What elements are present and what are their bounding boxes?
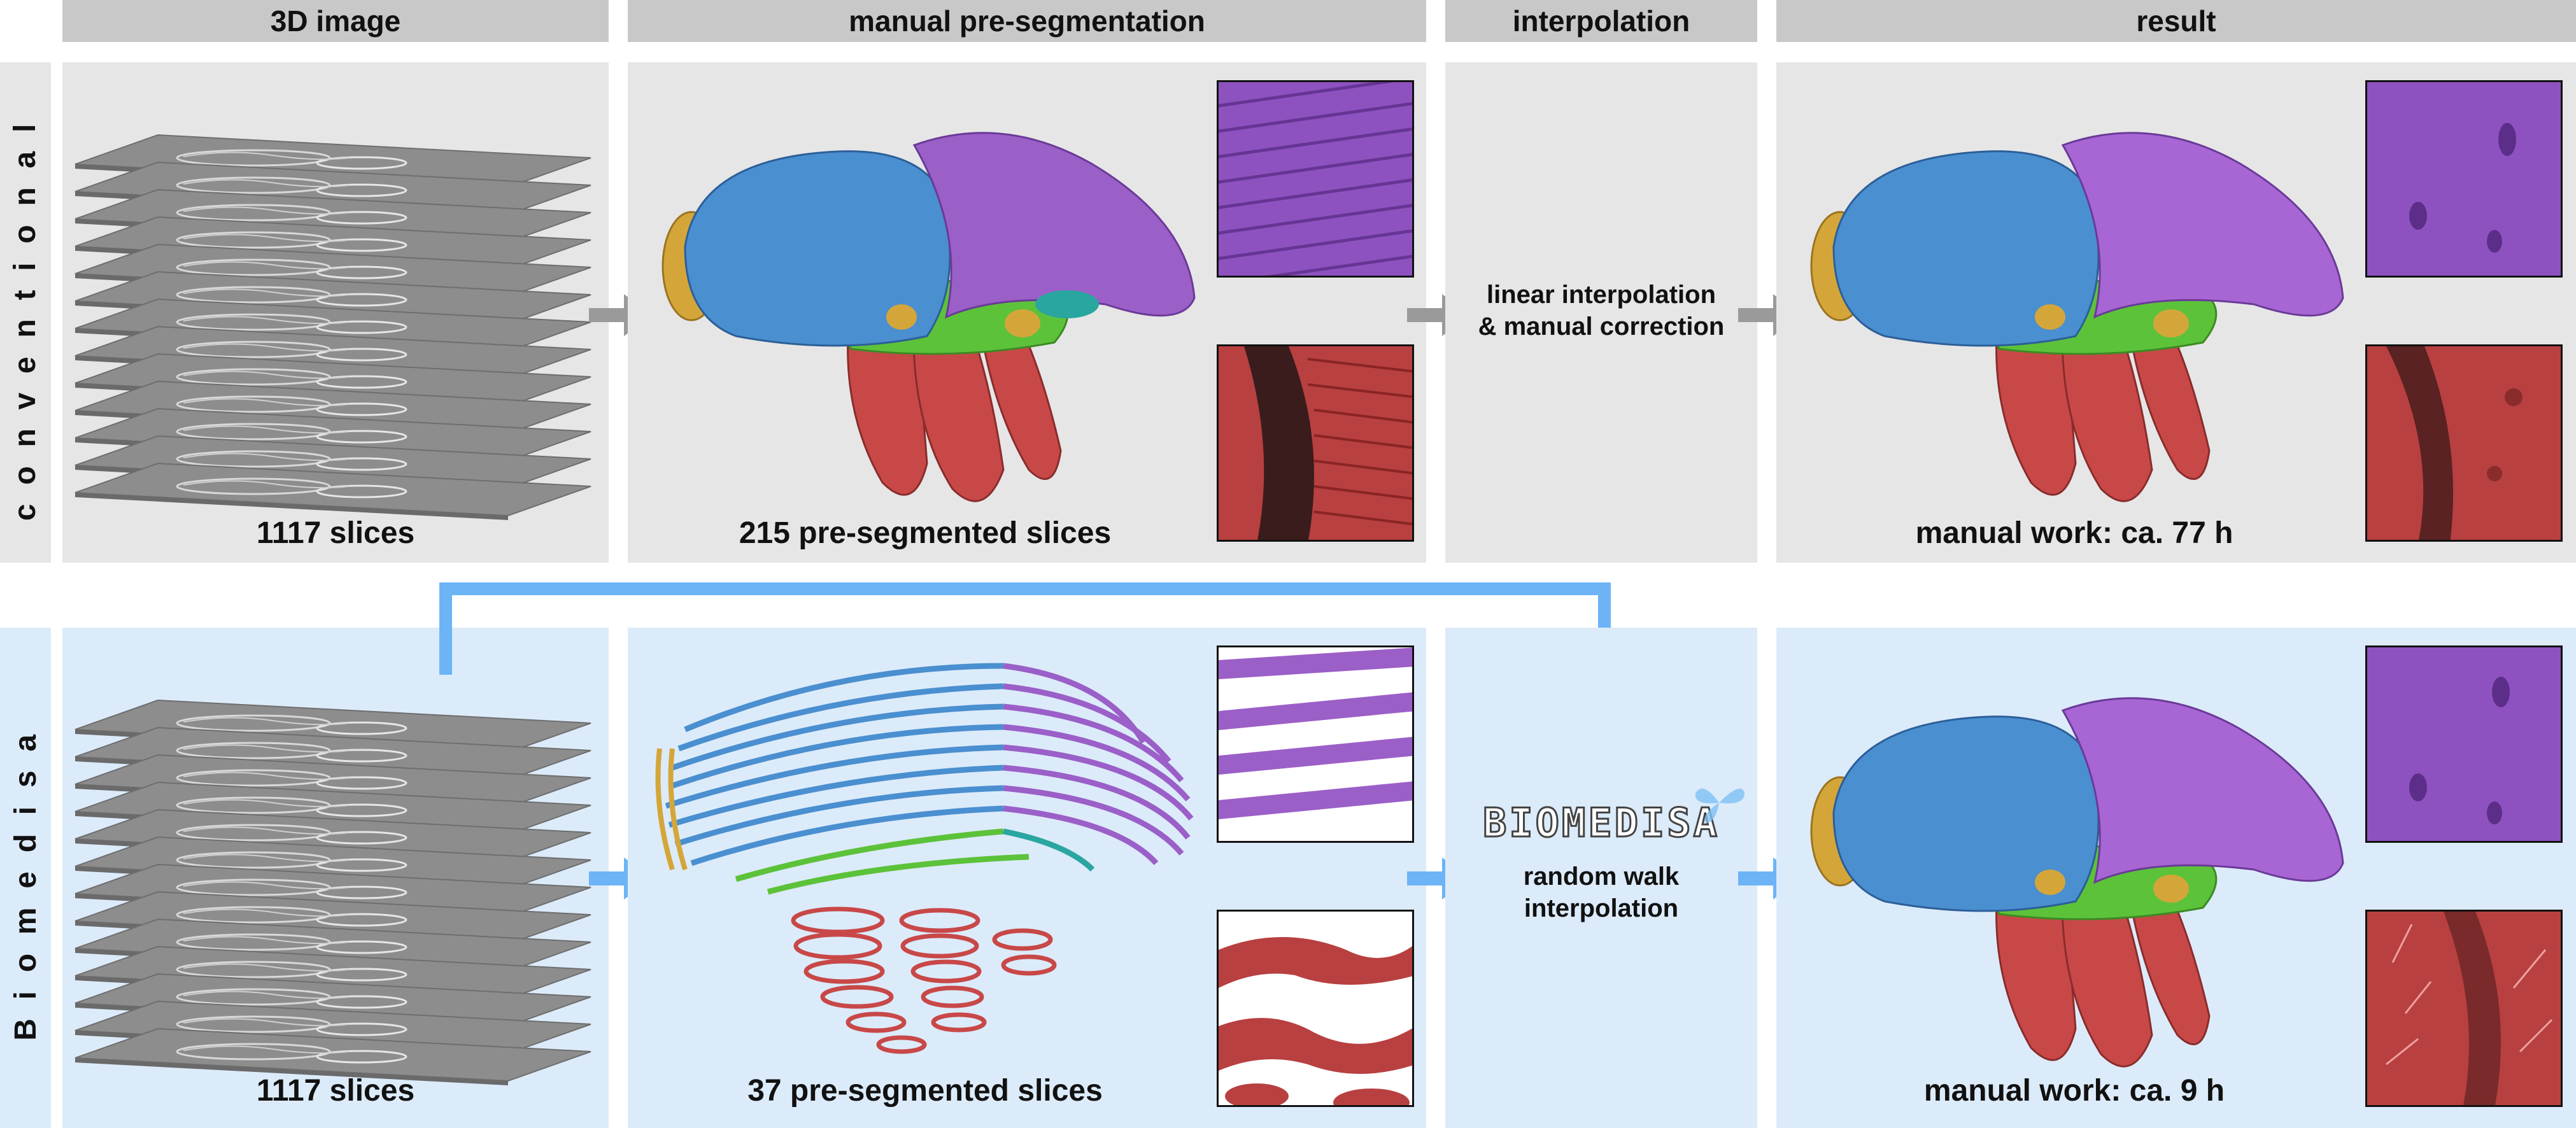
inset-conventional-preseg-red xyxy=(1217,344,1414,542)
caption-conventional-slices: 1117 slices xyxy=(256,516,415,550)
panel-biomedisa-result: manual work: ca. 9 h xyxy=(1776,628,2576,1128)
caption-conventional-preseg: 215 pre-segmented slices xyxy=(739,516,1112,550)
row-label-biomedisa-text: Biomedisa xyxy=(8,715,43,1041)
panel-conventional-3d-image: 1117 slices xyxy=(62,62,609,563)
row-label-conventional: conventional xyxy=(0,62,51,563)
panel-conventional-result: manual work: ca. 77 h xyxy=(1776,62,2576,563)
caption-biomedisa-result: manual work: ca. 9 h xyxy=(1923,1074,2225,1108)
panel-biomedisa-interpolation: BIOMEDISA random walk interpolation xyxy=(1445,628,1757,1128)
row-label-conventional-text: conventional xyxy=(8,104,43,521)
text-manual-correction: & manual correction xyxy=(1478,313,1725,341)
beetle-head-rendering xyxy=(662,132,1196,502)
panel-biomedisa-presegmentation: 37 pre-segmented slices xyxy=(628,628,1426,1128)
biomedisa-logo: BIOMEDISA xyxy=(1482,799,1720,847)
caption-biomedisa-preseg: 37 pre-segmented slices xyxy=(747,1074,1103,1108)
beetle-head-result xyxy=(1810,132,2344,502)
panel-conventional-presegmentation: 215 pre-segmented slices xyxy=(628,62,1426,563)
inset-biomedisa-result-red xyxy=(2365,910,2563,1107)
caption-biomedisa-slices: 1117 slices xyxy=(256,1074,415,1108)
text-linear-interpolation: linear interpolation xyxy=(1486,281,1716,309)
sparse-slices-rendering xyxy=(655,663,1194,1054)
butterfly-icon xyxy=(1695,788,1744,823)
caption-conventional-result: manual work: ca. 77 h xyxy=(1915,516,2233,550)
panel-conventional-interpolation: linear interpolation & manual correction xyxy=(1445,62,1757,563)
slice-stack-conventional xyxy=(74,134,592,521)
inset-biomedisa-preseg-red xyxy=(1217,910,1414,1107)
column-header-result: result xyxy=(1776,0,2576,42)
inset-conventional-result-red xyxy=(2365,344,2563,542)
row-label-biomedisa: Biomedisa xyxy=(0,628,51,1128)
column-header-interpolation: interpolation xyxy=(1445,0,1757,42)
panel-biomedisa-3d-image: 1117 slices xyxy=(62,628,609,1128)
column-header-3d-image: 3D image xyxy=(62,0,609,42)
text-interpolation: interpolation xyxy=(1524,894,1679,922)
beetle-head-result-biomedisa xyxy=(1810,697,2344,1068)
text-random-walk: random walk xyxy=(1523,863,1680,891)
inset-biomedisa-preseg-purple xyxy=(1217,645,1414,843)
inset-conventional-preseg-purple xyxy=(1217,80,1414,278)
inset-biomedisa-result-purple xyxy=(2365,645,2563,843)
inset-conventional-result-purple xyxy=(2365,80,2563,278)
column-header-manual-presegmentation: manual pre-segmentation xyxy=(628,0,1426,42)
